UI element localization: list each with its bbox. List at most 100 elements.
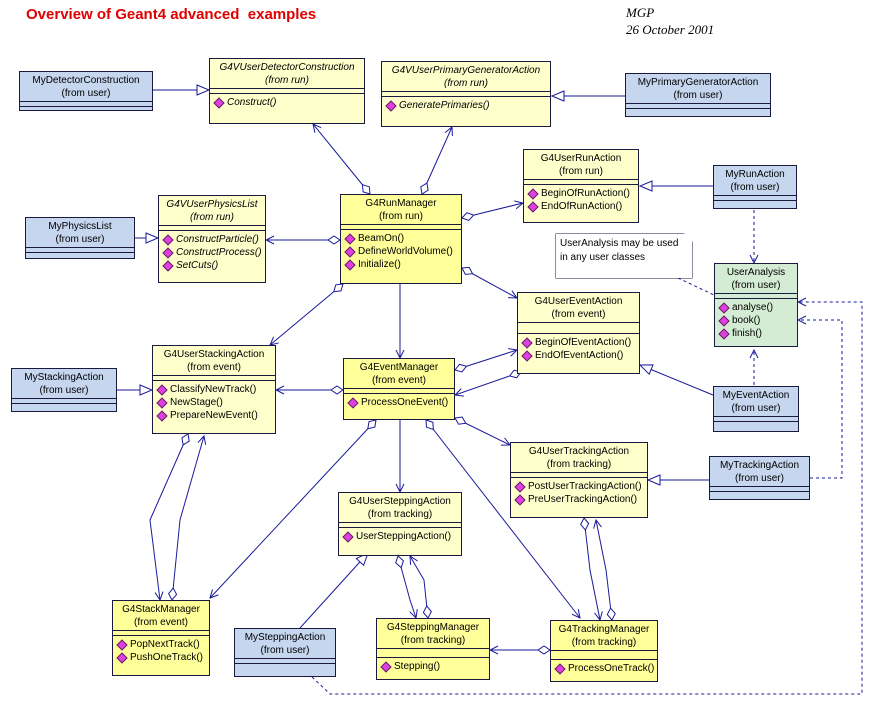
class-g4-stepping-manager[interactable]: G4SteppingManager(from tracking) Steppin… — [376, 618, 490, 680]
method-icon — [213, 96, 225, 109]
class-name: MySteppingAction — [244, 632, 326, 643]
class-name: G4SteppingManager — [386, 622, 480, 633]
class-g4-run-manager[interactable]: G4RunManager(from run) BeamOn() DefineWo… — [340, 194, 462, 284]
class-g4-tracking-manager[interactable]: G4TrackingManager(from tracking) Process… — [550, 620, 658, 682]
operation-analyse: analyse() — [718, 301, 795, 314]
class-g4v-user-physics-list[interactable]: G4VUserPhysicsList(from run) ConstructPa… — [158, 195, 266, 283]
class-package: (from event) — [187, 362, 241, 373]
method-icon — [527, 200, 539, 213]
class-my-stepping-action[interactable]: MySteppingAction (from user) — [234, 628, 336, 677]
class-name: MyStackingAction — [24, 372, 104, 383]
method-icon — [718, 327, 730, 340]
class-my-primary-generator-action[interactable]: MyPrimaryGeneratorAction (from user) — [625, 73, 771, 117]
class-g4-user-stacking-action[interactable]: G4UserStackingAction(from event) Classif… — [152, 345, 276, 434]
operation-end-of-run-action: EndOfRunAction() — [527, 200, 636, 213]
edge-runmgr-detcons — [313, 124, 370, 194]
operation-prepare-new-event: PrepareNewEvent() — [156, 409, 273, 422]
class-name: MyEventAction — [722, 390, 790, 401]
edge-eventaction-eventmgr-b — [455, 372, 521, 395]
class-g4-event-manager[interactable]: G4EventManager(from event) ProcessOneEve… — [343, 358, 455, 420]
class-g4-user-tracking-action[interactable]: G4UserTrackingAction(from tracking) Post… — [510, 442, 648, 518]
operation-initialize: Initialize() — [344, 258, 459, 271]
operation-end-of-event-action: EndOfEventAction() — [521, 349, 637, 362]
diagram-title: Overview of Geant4 advanced examples — [26, 6, 317, 23]
method-icon — [718, 301, 730, 314]
method-icon — [344, 245, 356, 258]
class-name: G4TrackingManager — [558, 624, 650, 635]
edge-stepping-steppingmgr-a — [398, 556, 416, 618]
method-icon — [718, 314, 730, 327]
class-name: MyPrimaryGeneratorAction — [637, 77, 759, 88]
class-my-detector-construction[interactable]: MyDetectorConstruction(from user) — [19, 71, 153, 111]
class-name: UserAnalysis — [726, 267, 786, 278]
class-name: G4VUserPhysicsList — [166, 199, 258, 210]
dep-note-analysis — [677, 277, 715, 296]
method-icon — [116, 638, 128, 651]
class-g4v-user-detector-construction[interactable]: G4VUserDetectorConstruction(from run) Co… — [209, 58, 365, 124]
method-icon — [347, 396, 359, 409]
class-package: (from run) — [559, 166, 603, 177]
class-my-tracking-action[interactable]: MyTrackingAction(from user) — [709, 456, 810, 500]
edge-myevent-generalization — [640, 365, 714, 396]
class-package: (from user) — [673, 90, 723, 101]
class-name: G4UserStackingAction — [163, 349, 265, 360]
operation-beam-on: BeamOn() — [344, 232, 459, 245]
class-name: G4StackManager — [122, 604, 200, 615]
class-package: (from tracking) — [546, 459, 612, 470]
class-package: (from tracking) — [400, 635, 466, 646]
class-package: (from user) — [731, 280, 781, 291]
class-name: G4RunManager — [365, 198, 437, 209]
method-icon — [342, 530, 354, 543]
operation-finish: finish() — [718, 327, 795, 340]
date: 26 October 2001 — [626, 22, 715, 37]
class-my-run-action[interactable]: MyRunAction (from user) — [713, 165, 797, 209]
operation-generate-primaries: GeneratePrimaries() — [385, 99, 548, 112]
edge-eventmgr-trackingmgr — [426, 420, 580, 618]
class-g4-user-run-action[interactable]: G4UserRunAction(from run) BeginOfRunActi… — [523, 149, 639, 223]
edge-runmgr-primgen — [422, 127, 452, 194]
class-package: (from user) — [260, 645, 310, 656]
class-g4v-user-primary-generator-action[interactable]: G4VUserPrimaryGeneratorAction(from run) … — [381, 61, 551, 127]
edge-trackingmgr-trackingaction-b — [596, 520, 612, 620]
class-package: (from tracking) — [367, 509, 433, 520]
class-name: MyRunAction — [725, 169, 785, 180]
class-package: (from run) — [379, 211, 423, 222]
edge-eventmgr-eventaction-a — [455, 350, 517, 370]
author: MGP — [626, 5, 655, 20]
class-name: MyDetectorConstruction — [32, 75, 140, 86]
method-icon — [156, 383, 168, 396]
class-package: (from run) — [265, 75, 309, 86]
method-icon — [156, 409, 168, 422]
edge-runmgr-runaction — [462, 203, 523, 218]
class-package: (from user) — [730, 182, 780, 193]
class-package: (from event) — [551, 309, 606, 320]
edge-mystepping-generalization — [299, 553, 368, 629]
operation-construct-particle: ConstructParticle() — [162, 233, 263, 246]
class-g4-user-stepping-action[interactable]: G4UserSteppingAction(from tracking) User… — [338, 492, 462, 556]
operation-push-one-track: PushOneTrack() — [116, 651, 207, 664]
class-package: (from user) — [731, 403, 781, 414]
class-my-stacking-action[interactable]: MyStackingAction(from user) — [11, 368, 117, 412]
operation-post-user-tracking-action: PostUserTrackingAction() — [514, 480, 645, 493]
edge-stacking-stackmgr-a — [149, 434, 188, 600]
class-my-event-action[interactable]: MyEventAction (from user) — [713, 386, 799, 432]
method-icon — [116, 651, 128, 664]
operation-process-one-event: ProcessOneEvent() — [347, 396, 452, 409]
class-g4-user-event-action[interactable]: G4UserEventAction (from event) BeginOfEve… — [517, 292, 640, 374]
method-icon — [156, 396, 168, 409]
operation-begin-of-event-action: BeginOfEventAction() — [521, 336, 637, 349]
class-package: (from event) — [134, 617, 188, 628]
operation-pre-user-tracking-action: PreUserTrackingAction() — [514, 493, 645, 506]
class-g4-stack-manager[interactable]: G4StackManager(from event) PopNextTrack(… — [112, 600, 210, 676]
class-name: G4UserEventAction — [534, 296, 623, 307]
method-icon — [514, 493, 526, 506]
edge-runmgr-eventaction — [462, 268, 517, 298]
edge-trackingaction-trackingmgr-a — [584, 518, 600, 620]
class-my-physics-list[interactable]: MyPhysicsList(from user) — [25, 217, 135, 259]
class-user-analysis[interactable]: UserAnalysis (from user) analyse() book()… — [714, 263, 798, 347]
method-icon — [527, 187, 539, 200]
class-name: G4EventManager — [359, 362, 439, 373]
class-name: G4UserSteppingAction — [349, 496, 451, 507]
operation-new-stage: NewStage() — [156, 396, 273, 409]
operation-book: book() — [718, 314, 795, 327]
